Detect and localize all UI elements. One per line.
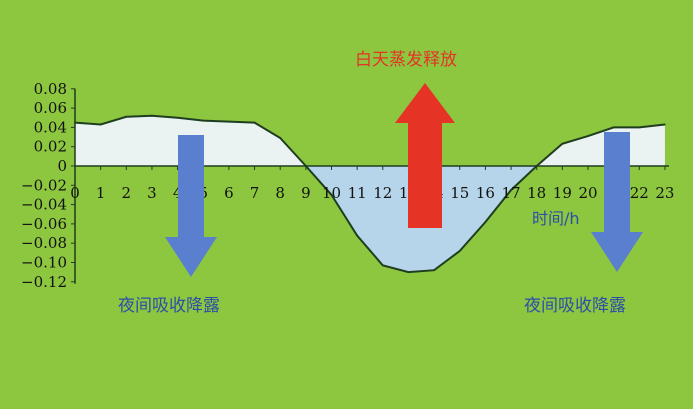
data-point <box>151 115 153 117</box>
x-tick-label: 6 <box>224 184 234 202</box>
data-point <box>433 269 435 272</box>
absorb-annotation-left: 夜间吸收降露 <box>118 296 220 316</box>
data-point <box>176 116 179 119</box>
area-layer <box>74 114 666 274</box>
y-tick-label: −0.06 <box>21 215 67 233</box>
absorb-annotation-right: 夜间吸收降露 <box>524 296 626 316</box>
positive-area <box>75 115 665 166</box>
data-point <box>330 194 333 196</box>
data-point <box>561 143 564 145</box>
x-tick-label: 4 <box>173 184 183 202</box>
x-axis-label: 时间/h <box>532 209 580 228</box>
data-point <box>356 234 358 237</box>
data-point <box>99 123 102 126</box>
x-tick-label: 22 <box>630 184 649 202</box>
data-point <box>279 137 282 139</box>
data-point <box>253 121 256 124</box>
y-tick-label: −0.10 <box>21 254 67 272</box>
data-point <box>228 120 230 123</box>
x-tick-label: 15 <box>450 184 469 202</box>
y-tick-label: −0.12 <box>21 273 67 291</box>
data-point <box>458 250 461 252</box>
data-point <box>125 115 128 118</box>
data-point <box>612 126 615 129</box>
y-tick-label: −0.04 <box>21 196 67 214</box>
x-tick-label: 18 <box>527 184 546 202</box>
x-tick-label: 23 <box>655 184 674 202</box>
data-point <box>587 135 589 137</box>
x-tick-label: 20 <box>578 184 597 202</box>
x-tick-label: 2 <box>122 184 132 202</box>
data-point <box>407 271 410 273</box>
y-tick-label: 0.04 <box>34 118 67 136</box>
data-point <box>484 221 487 223</box>
x-tick-label: 11 <box>348 184 367 202</box>
x-tick-label: 1 <box>96 184 106 202</box>
y-tick-label: 0 <box>57 157 67 175</box>
down-arrow-left <box>165 135 217 277</box>
release-annotation: 白天蒸发释放 <box>355 50 457 70</box>
up-arrow-center <box>395 83 455 228</box>
axes-layer <box>74 88 669 284</box>
arrows-layer <box>165 83 643 277</box>
data-point <box>510 189 512 191</box>
data-point <box>382 264 384 267</box>
x-tick-label: 12 <box>373 184 392 202</box>
y-tick-label: −0.08 <box>21 234 67 252</box>
data-point <box>202 119 205 122</box>
y-tick-label: 0.06 <box>34 99 67 117</box>
x-tick-label: 9 <box>301 184 311 202</box>
x-tick-label: 19 <box>553 184 572 202</box>
data-point <box>638 126 641 129</box>
x-tick-label: 16 <box>476 184 495 202</box>
x-tick-label: 8 <box>275 184 285 202</box>
y-tick-label: 0.02 <box>34 138 67 156</box>
x-tick-label: 0 <box>70 184 80 202</box>
y-tick-label: 0.08 <box>34 80 67 98</box>
y-tick-label: −0.02 <box>21 176 67 194</box>
x-tick-label: 10 <box>322 184 341 202</box>
x-tick-label: 17 <box>502 184 521 202</box>
x-tick-label: 3 <box>147 184 157 202</box>
x-tick-label: 7 <box>250 184 260 202</box>
down-arrow-right <box>591 132 643 272</box>
series-line <box>74 114 666 274</box>
data-point <box>664 123 666 126</box>
negative-area <box>75 166 665 273</box>
